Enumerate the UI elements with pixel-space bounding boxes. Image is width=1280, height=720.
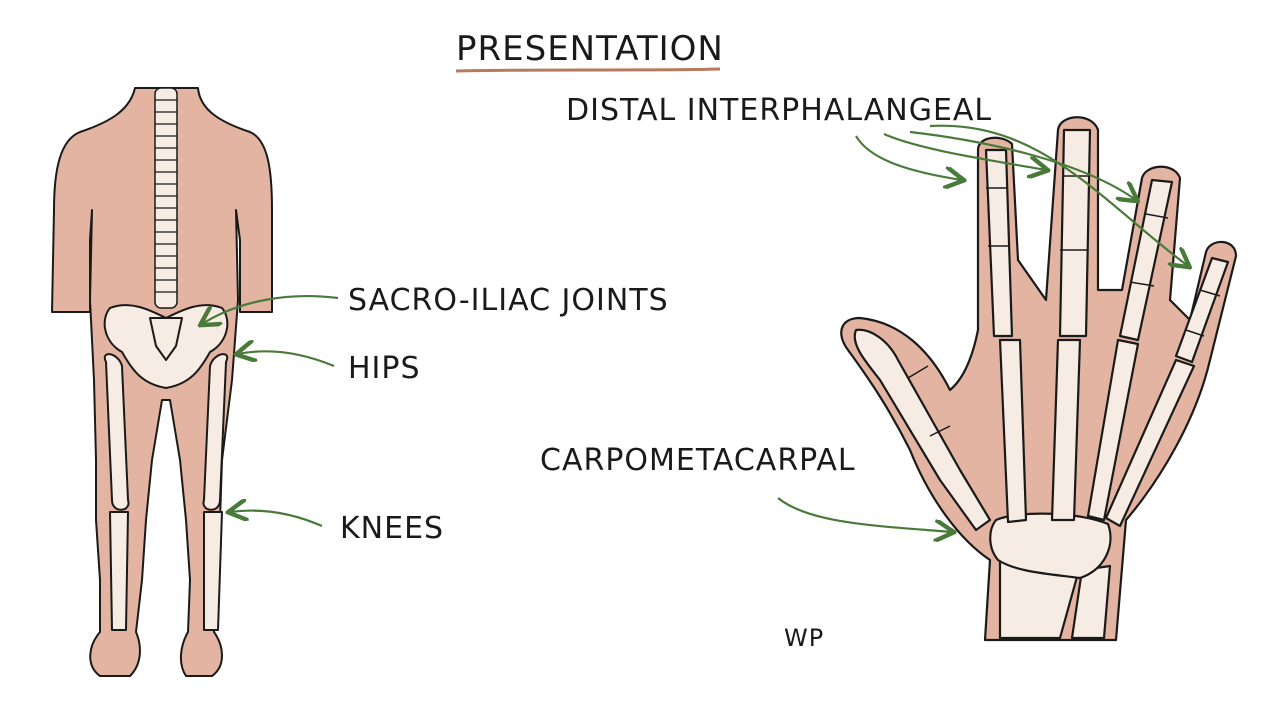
arrow-cmc bbox=[777, 497, 952, 532]
arrow-sacroiliac bbox=[202, 295, 339, 324]
metacarpal-5 bbox=[1104, 358, 1196, 528]
thumb-bones bbox=[853, 328, 992, 532]
metacarpal-2 bbox=[998, 338, 1028, 524]
title-underline bbox=[455, 67, 721, 73]
arrow-knees bbox=[230, 511, 323, 528]
hand-figure bbox=[840, 116, 1238, 642]
metacarpal-4 bbox=[1086, 338, 1140, 522]
arrow-hips bbox=[238, 351, 335, 368]
signature: WP bbox=[784, 624, 824, 652]
arrow-dip-3 bbox=[909, 130, 1136, 200]
label-sacroiliac: SACRO-ILIAC JOINTS bbox=[348, 283, 669, 318]
femur-left bbox=[103, 353, 130, 511]
finger-ring-bones bbox=[1118, 178, 1174, 342]
arrow-dip-2 bbox=[883, 132, 1046, 170]
arrow-dip-4 bbox=[929, 124, 1188, 266]
spine-vertebra-lines bbox=[155, 99, 177, 293]
label-hips: HIPS bbox=[348, 351, 421, 386]
finger-little-bones bbox=[1174, 256, 1230, 364]
body-figure bbox=[51, 87, 273, 677]
metacarpal-3 bbox=[1050, 338, 1082, 522]
joint-lines bbox=[907, 175, 1221, 437]
annotation-arrows bbox=[202, 124, 1188, 532]
femur-right bbox=[202, 353, 229, 511]
tibia-left bbox=[109, 511, 129, 631]
ulna bbox=[1070, 564, 1112, 640]
label-dip: DISTAL INTERPHALANGEAL bbox=[566, 93, 992, 128]
label-cmc: CARPOMETACARPAL bbox=[540, 443, 856, 478]
arrow-dip-1 bbox=[855, 135, 962, 180]
page-title: PRESENTATION bbox=[456, 29, 724, 69]
sacrum bbox=[149, 317, 183, 361]
tibia-right bbox=[203, 511, 223, 631]
spine bbox=[154, 87, 178, 309]
finger-middle-bones bbox=[1058, 128, 1092, 338]
label-knees: KNEES bbox=[340, 511, 444, 546]
finger-index-bones bbox=[984, 148, 1014, 338]
